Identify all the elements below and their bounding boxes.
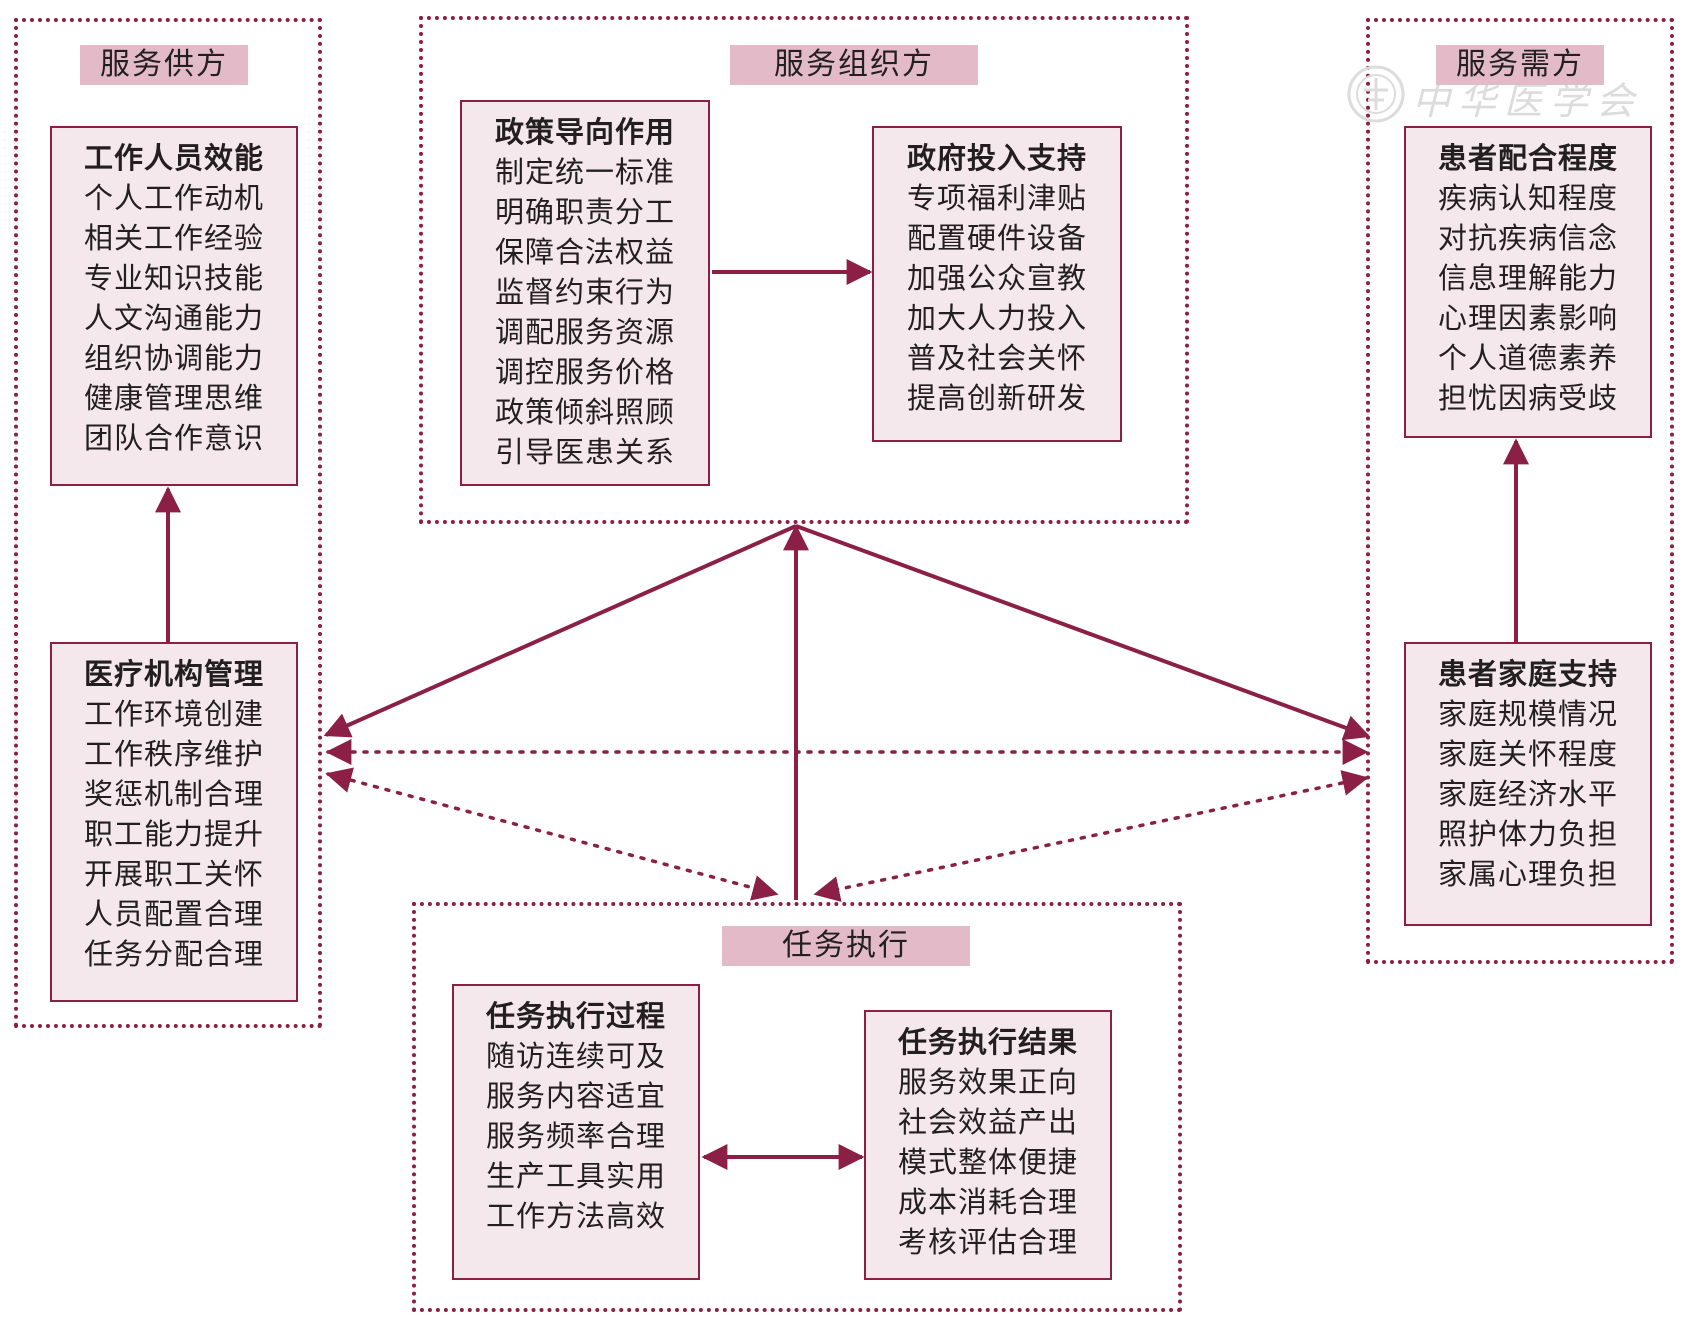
task-group: [412, 902, 1182, 1312]
institution-management-box: 医疗机构管理 工作环境创建 工作秩序维护 奖惩机制合理 职工能力提升 开展职工关…: [50, 642, 298, 1002]
association-seal-icon: [1347, 65, 1405, 123]
list-item: 监督约束行为: [494, 275, 675, 309]
list-item: 人文沟通能力: [83, 301, 264, 335]
list-item: 专项福利津贴: [906, 181, 1087, 215]
list-item: 健康管理思维: [83, 381, 264, 415]
organizer-title: 服务组织方: [730, 45, 978, 85]
task-result-box: 任务执行结果 服务效果正向 社会效益产出 模式整体便捷 成本消耗合理 考核评估合…: [864, 1010, 1112, 1280]
task-title: 任务执行: [722, 926, 970, 966]
list-item: 信息理解能力: [1437, 261, 1618, 295]
list-item: 家庭经济水平: [1437, 777, 1618, 811]
organizer-to-demand-arrow: [795, 524, 1371, 741]
list-item: 服务内容适宜: [485, 1079, 666, 1113]
family-support-box: 患者家庭支持 家庭规模情况 家庭关怀程度 家庭经济水平 照护体力负担 家属心理负…: [1404, 642, 1652, 926]
box-heading: 患者配合程度: [1437, 141, 1618, 175]
list-item: 服务效果正向: [897, 1065, 1078, 1099]
list-item: 心理因素影响: [1437, 301, 1618, 335]
list-item: 奖惩机制合理: [83, 777, 264, 811]
list-item: 疾病认知程度: [1437, 181, 1618, 215]
list-item: 明确职责分工: [494, 195, 675, 229]
list-item: 随访连续可及: [485, 1039, 666, 1073]
list-item: 家庭规模情况: [1437, 697, 1618, 731]
list-item: 照护体力负担: [1437, 817, 1618, 851]
list-item: 组织协调能力: [83, 341, 264, 375]
watermark-text: 中华医学会: [1412, 79, 1643, 123]
list-item: 成本消耗合理: [897, 1185, 1078, 1219]
list-item: 人员配置合理: [83, 897, 264, 931]
list-item: 生产工具实用: [485, 1159, 666, 1193]
list-item: 个人工作动机: [83, 181, 264, 215]
box-heading: 任务执行过程: [485, 999, 666, 1033]
list-item: 工作环境创建: [83, 697, 264, 731]
list-item: 任务分配合理: [83, 937, 264, 971]
list-item: 制定统一标准: [494, 155, 675, 189]
list-item: 工作方法高效: [485, 1199, 666, 1233]
list-item: 配置硬件设备: [906, 221, 1087, 255]
list-item: 个人道德素养: [1437, 341, 1618, 375]
list-item: 加强公众宣教: [906, 261, 1087, 295]
supply-group: [14, 18, 322, 1028]
list-item: 团队合作意识: [83, 421, 264, 455]
list-item: 加大人力投入: [906, 301, 1087, 335]
list-item: 工作秩序维护: [83, 737, 264, 771]
organizer-group: [419, 16, 1189, 524]
list-item: 保障合法权益: [494, 235, 675, 269]
list-item: 对抗疾病信念: [1437, 221, 1618, 255]
list-item: 开展职工关怀: [83, 857, 264, 891]
list-item: 考核评估合理: [897, 1225, 1078, 1259]
list-item: 担忧因病受歧: [1437, 381, 1618, 415]
box-heading: 政府投入支持: [906, 141, 1087, 175]
list-item: 政策倾斜照顾: [494, 395, 675, 429]
box-heading: 患者家庭支持: [1437, 657, 1618, 691]
government-support-box: 政府投入支持 专项福利津贴 配置硬件设备 加强公众宣教 加大人力投入 普及社会关…: [872, 126, 1122, 442]
list-item: 提高创新研发: [906, 381, 1087, 415]
demand-group: [1366, 18, 1674, 964]
list-item: 家属心理负担: [1437, 857, 1618, 891]
list-item: 社会效益产出: [897, 1105, 1078, 1139]
box-heading: 工作人员效能: [83, 141, 264, 175]
patient-compliance-box: 患者配合程度 疾病认知程度 对抗疾病信念 信息理解能力 心理因素影响 个人道德素…: [1404, 126, 1652, 438]
list-item: 职工能力提升: [83, 817, 264, 851]
list-item: 家庭关怀程度: [1437, 737, 1618, 771]
list-item: 引导医患关系: [494, 435, 675, 469]
list-item: 普及社会关怀: [906, 341, 1087, 375]
staff-efficiency-box: 工作人员效能 个人工作动机 相关工作经验 专业知识技能 人文沟通能力 组织协调能…: [50, 126, 298, 486]
list-item: 调控服务价格: [494, 355, 675, 389]
supply-title: 服务供方: [80, 45, 248, 85]
organizer-to-supply-arrow: [323, 524, 797, 738]
list-item: 专业知识技能: [83, 261, 264, 295]
box-heading: 任务执行结果: [897, 1025, 1078, 1059]
demand-title: 服务需方: [1436, 45, 1604, 85]
supply-task-dotted-arrow: [325, 767, 779, 901]
watermark-logo: 中华医学会: [1346, 64, 1634, 126]
box-heading: 政策导向作用: [494, 115, 675, 149]
list-item: 相关工作经验: [83, 221, 264, 255]
demand-task-dotted-arrow: [813, 770, 1369, 902]
list-item: 调配服务资源: [494, 315, 675, 349]
list-item: 服务频率合理: [485, 1119, 666, 1153]
box-heading: 医疗机构管理: [83, 657, 264, 691]
task-process-box: 任务执行过程 随访连续可及 服务内容适宜 服务频率合理 生产工具实用 工作方法高…: [452, 984, 700, 1280]
policy-guidance-box: 政策导向作用 制定统一标准 明确职责分工 保障合法权益 监督约束行为 调配服务资…: [460, 100, 710, 486]
list-item: 模式整体便捷: [897, 1145, 1078, 1179]
